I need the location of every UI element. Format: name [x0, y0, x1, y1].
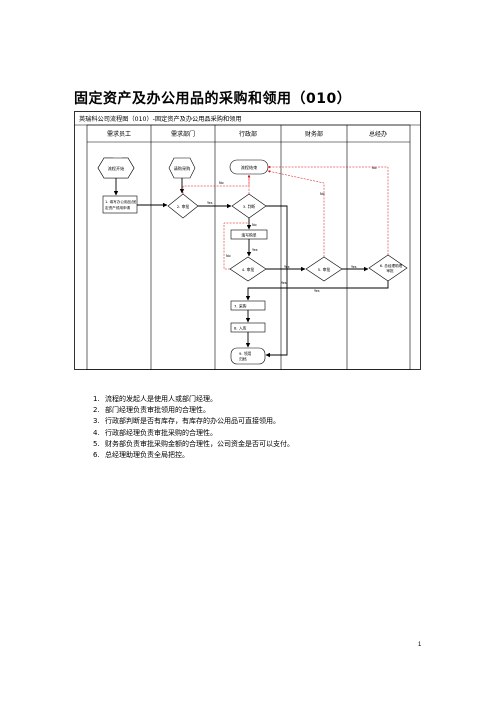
flowchart-header: 英瑞科公司流程图（010）-固定资产及办公用品采购和领用 [79, 115, 242, 123]
process-notes: 1. 流程的发起人是使用人或部门经理。 2. 部门经理负责审批领用的合理性。 3. 行… [93, 394, 294, 461]
note-number: 4. [93, 428, 100, 437]
flow-connectors [113, 178, 389, 358]
step1-fill-form [102, 195, 138, 214]
label-no-2: No [252, 223, 257, 227]
note-item: 6. 总经理助理负责全局把控。 [93, 450, 294, 461]
page-number: 1 [418, 642, 422, 648]
label-no-4: No [320, 192, 325, 196]
note-text: 部门经理负责审批领用的合理性。 [105, 406, 210, 415]
note-number: 6. [93, 451, 100, 460]
label-yes-6: Yes [281, 281, 287, 285]
label-no-5: No [372, 166, 377, 170]
label-yes-2: Yes [252, 248, 258, 252]
step6-label-line2: 审批 [386, 268, 394, 273]
note-item: 4. 行政部经理负责审批采购的合理性。 [93, 428, 294, 439]
flowchart-frame [74, 111, 421, 370]
note-item: 1. 流程的发起人是使用人或部门经理。 [93, 394, 294, 405]
note-item: 3. 行政部判断是否有库存，有库存的办公用品可直接领用。 [93, 416, 294, 427]
note-text: 流程的发起人是使用人或部门经理。 [105, 395, 217, 403]
step1-label-line1: 1. 填写办公用品/固 [105, 199, 136, 204]
process-flowchart: 英瑞科公司流程图（010）-固定资产及办公用品采购和领用 需求员工 需求部门 行… [74, 111, 421, 370]
label-no-3: No [226, 254, 231, 258]
note-text: 行政部经理负责审批采购的合理性。 [105, 428, 217, 437]
request-node [168, 157, 196, 179]
note-number: 3. [93, 417, 100, 426]
step1-label-line2: 定资产领用申请 [105, 205, 131, 210]
step6-review [368, 254, 408, 282]
note-number: 5. [93, 439, 100, 448]
rejection-connectors [182, 165, 389, 270]
lane-header-admin: 行政部 [239, 130, 257, 138]
step6-label-line1: 6. 总经理助理 [380, 263, 403, 268]
swimlane-grid [86, 124, 411, 370]
step9-receive [230, 347, 266, 365]
start-node-label: 流程开始 [108, 165, 126, 172]
note-number: 1. [93, 395, 100, 403]
step9-label-line1: 9. 领用 [239, 351, 252, 356]
branch-labels: No Yes No Yes No Yes No Yes No Yes Yes [207, 166, 377, 293]
lane-header-employee: 需求员工 [107, 130, 131, 138]
step7-label: 7. 采购 [234, 304, 247, 309]
step9-label-line2: 归档 [239, 357, 247, 362]
label-no-1: No [219, 181, 224, 185]
lane-header-department: 需求部门 [171, 130, 195, 138]
document-title: 固定资产及办公用品的采购和领用（010） [74, 91, 352, 107]
request-node-label: 请购采购 [174, 165, 191, 172]
lane-header-gm-office: 总经办 [369, 130, 387, 138]
step5-review [305, 256, 343, 282]
step8-label: 8. 入库 [234, 326, 247, 331]
step5-label: 5. 审批 [318, 267, 331, 272]
label-yes-5: Yes [314, 289, 320, 293]
note-text: 总经理助理负责全局把控。 [105, 451, 189, 460]
label-yes-1: Yes [207, 201, 213, 205]
label-yes-4: Yes [351, 265, 357, 269]
step2-approve [167, 193, 199, 219]
step3-label: 3. 判断 [243, 204, 256, 209]
fill-purchase-label: 填写购单 [241, 233, 256, 238]
note-number: 2. [93, 406, 100, 415]
step2-label: 2. 审批 [177, 204, 190, 209]
step4-review [229, 256, 267, 282]
note-text: 财务部负责审批采购金额的合理性，公司资金是否可以支付。 [105, 439, 294, 448]
note-text: 行政部判断是否有库存，有库存的办公用品可直接领用。 [105, 417, 280, 426]
flow-end-label: 流程结束 [241, 164, 259, 171]
step4-label: 4. 审批 [242, 267, 255, 272]
label-yes-3: Yes [284, 265, 290, 269]
note-item: 5. 财务部负责审批采购金额的合理性，公司资金是否可以支付。 [93, 439, 294, 450]
note-item: 2. 部门经理负责审批领用的合理性。 [93, 405, 294, 416]
lane-header-finance: 财务部 [305, 130, 323, 138]
